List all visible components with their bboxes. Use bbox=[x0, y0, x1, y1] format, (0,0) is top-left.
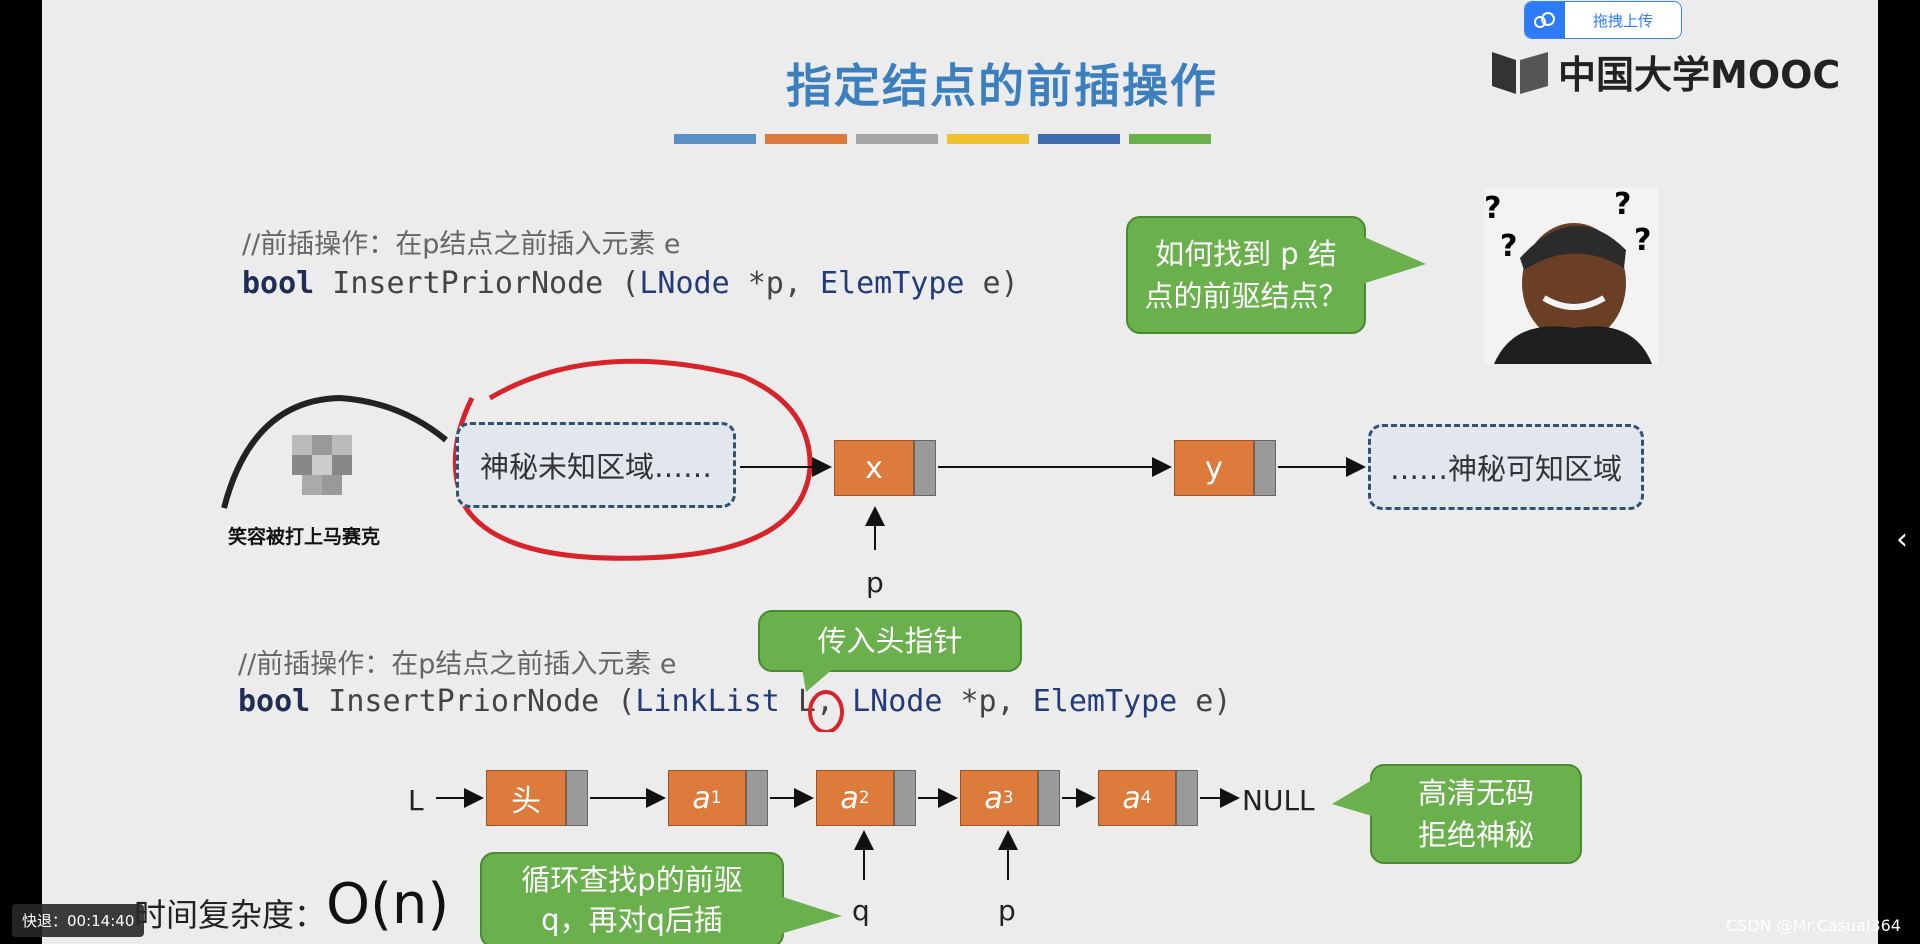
known-area-box: ……神秘可知区域 bbox=[1368, 424, 1644, 510]
color-bar bbox=[674, 134, 756, 144]
meme-caption: 笑容被打上马赛克 bbox=[228, 526, 381, 548]
hd-bubble: 高清无码 拒绝神秘 bbox=[1370, 764, 1582, 864]
code2-comment: //前插操作：在p结点之前插入元素 e bbox=[238, 649, 677, 680]
cloud-icon bbox=[1525, 2, 1565, 38]
confused-person-image: ? ? ? ? bbox=[1484, 187, 1658, 364]
func-name: InsertPriorNode ( bbox=[310, 684, 636, 719]
complexity-value: O(n) bbox=[326, 872, 450, 937]
upload-button[interactable]: 拖拽上传 bbox=[1524, 1, 1682, 39]
mooc-logo: 中国大学MOOC bbox=[1492, 44, 1840, 99]
bubble-line: 拒绝神秘 bbox=[1417, 818, 1534, 852]
complexity-label: 时间复杂度： bbox=[134, 896, 327, 934]
color-bar bbox=[1129, 134, 1211, 144]
type: ElemType bbox=[819, 266, 965, 301]
node-next bbox=[746, 770, 768, 826]
pointer-q-label: q bbox=[852, 894, 870, 927]
color-bar bbox=[765, 134, 847, 144]
bubble-line: 高清无码 bbox=[1417, 776, 1534, 810]
code2-signature: bool InsertPriorNode (LinkList L, LNode … bbox=[238, 684, 1231, 719]
bubble-line: 如何找到 p 结 bbox=[1155, 237, 1337, 271]
keyword: bool bbox=[242, 266, 315, 301]
node-data: 头 bbox=[486, 770, 566, 826]
node-next bbox=[1176, 770, 1198, 826]
side-collapse-chevron-icon[interactable]: ‹ bbox=[1896, 522, 1908, 557]
code1-comment: //前插操作：在p结点之前插入元素 e bbox=[242, 229, 681, 260]
node-y: y bbox=[1174, 440, 1276, 496]
bubble-line: 循环查找p的前驱 bbox=[521, 863, 743, 897]
color-bar bbox=[947, 134, 1029, 144]
node-next bbox=[894, 770, 916, 826]
arrows-layer bbox=[436, 457, 1366, 880]
head-bubble-tail-and-circle bbox=[802, 668, 844, 732]
type: ElemType bbox=[1032, 684, 1178, 719]
node-next bbox=[566, 770, 588, 826]
loop-bubble-tail bbox=[780, 896, 842, 934]
head-pointer-label: L bbox=[408, 784, 424, 817]
svg-text:?: ? bbox=[1634, 223, 1651, 258]
mosaic-meme-image bbox=[221, 394, 448, 509]
upload-label: 拖拽上传 bbox=[1592, 11, 1653, 30]
type: LNode bbox=[852, 684, 943, 719]
csdn-watermark: CSDN @Mr.Casual364 bbox=[1726, 916, 1901, 935]
svg-text:?: ? bbox=[1500, 229, 1517, 264]
arg: L, bbox=[779, 684, 853, 719]
mooc-logo-text: 中国大学MOOC bbox=[1558, 53, 1841, 97]
node-x: x bbox=[834, 440, 936, 496]
loop-bubble: 循环查找p的前驱 q，再对q后插 bbox=[480, 852, 784, 944]
slide: 指定结点的前插操作 //前插操作：在p结点之前插入元素 e bool Inser… bbox=[42, 0, 1878, 944]
node-data: y bbox=[1174, 440, 1254, 496]
arg: e) bbox=[1177, 684, 1232, 719]
color-bars bbox=[674, 134, 1211, 144]
hd-bubble-tail bbox=[1332, 780, 1372, 816]
pointer-p-label: p bbox=[866, 566, 884, 599]
color-bar bbox=[1038, 134, 1120, 144]
node-next bbox=[914, 440, 936, 496]
node-next bbox=[1254, 440, 1276, 496]
arg: *p, bbox=[729, 266, 820, 301]
unknown-area-box: 神秘未知区域…… bbox=[456, 422, 736, 508]
seek-tooltip: 快退：00:14:40 bbox=[12, 904, 145, 937]
code1-signature: bool InsertPriorNode (LNode *p, ElemType… bbox=[242, 266, 1019, 301]
color-bar bbox=[856, 134, 938, 144]
pointer-p2-label: p bbox=[998, 894, 1016, 927]
bubble-line: 点的前驱结点？ bbox=[1144, 279, 1348, 313]
bubble-tail bbox=[1362, 236, 1426, 284]
arg: e) bbox=[964, 266, 1019, 301]
keyword: bool bbox=[238, 684, 311, 719]
node-next bbox=[1038, 770, 1060, 826]
type: LinkList bbox=[635, 684, 780, 719]
question-bubble: 如何找到 p 结 点的前驱结点？ bbox=[1126, 216, 1366, 334]
svg-text:?: ? bbox=[1484, 191, 1501, 226]
slide-title: 指定结点的前插操作 bbox=[786, 59, 1218, 113]
node-data: x bbox=[834, 440, 914, 496]
arg: *p, bbox=[942, 684, 1033, 719]
mooc-logo-icon bbox=[1492, 51, 1548, 94]
bubble-line: q，再对q后插 bbox=[541, 903, 723, 937]
head-pointer-bubble: 传入头指针 bbox=[758, 610, 1022, 672]
red-circle-annotation bbox=[452, 358, 813, 561]
head-node: 头 bbox=[486, 770, 588, 826]
svg-text:?: ? bbox=[1614, 188, 1631, 222]
func-name: InsertPriorNode ( bbox=[314, 266, 640, 301]
null-label: NULL bbox=[1242, 784, 1315, 817]
type: LNode bbox=[639, 266, 730, 301]
